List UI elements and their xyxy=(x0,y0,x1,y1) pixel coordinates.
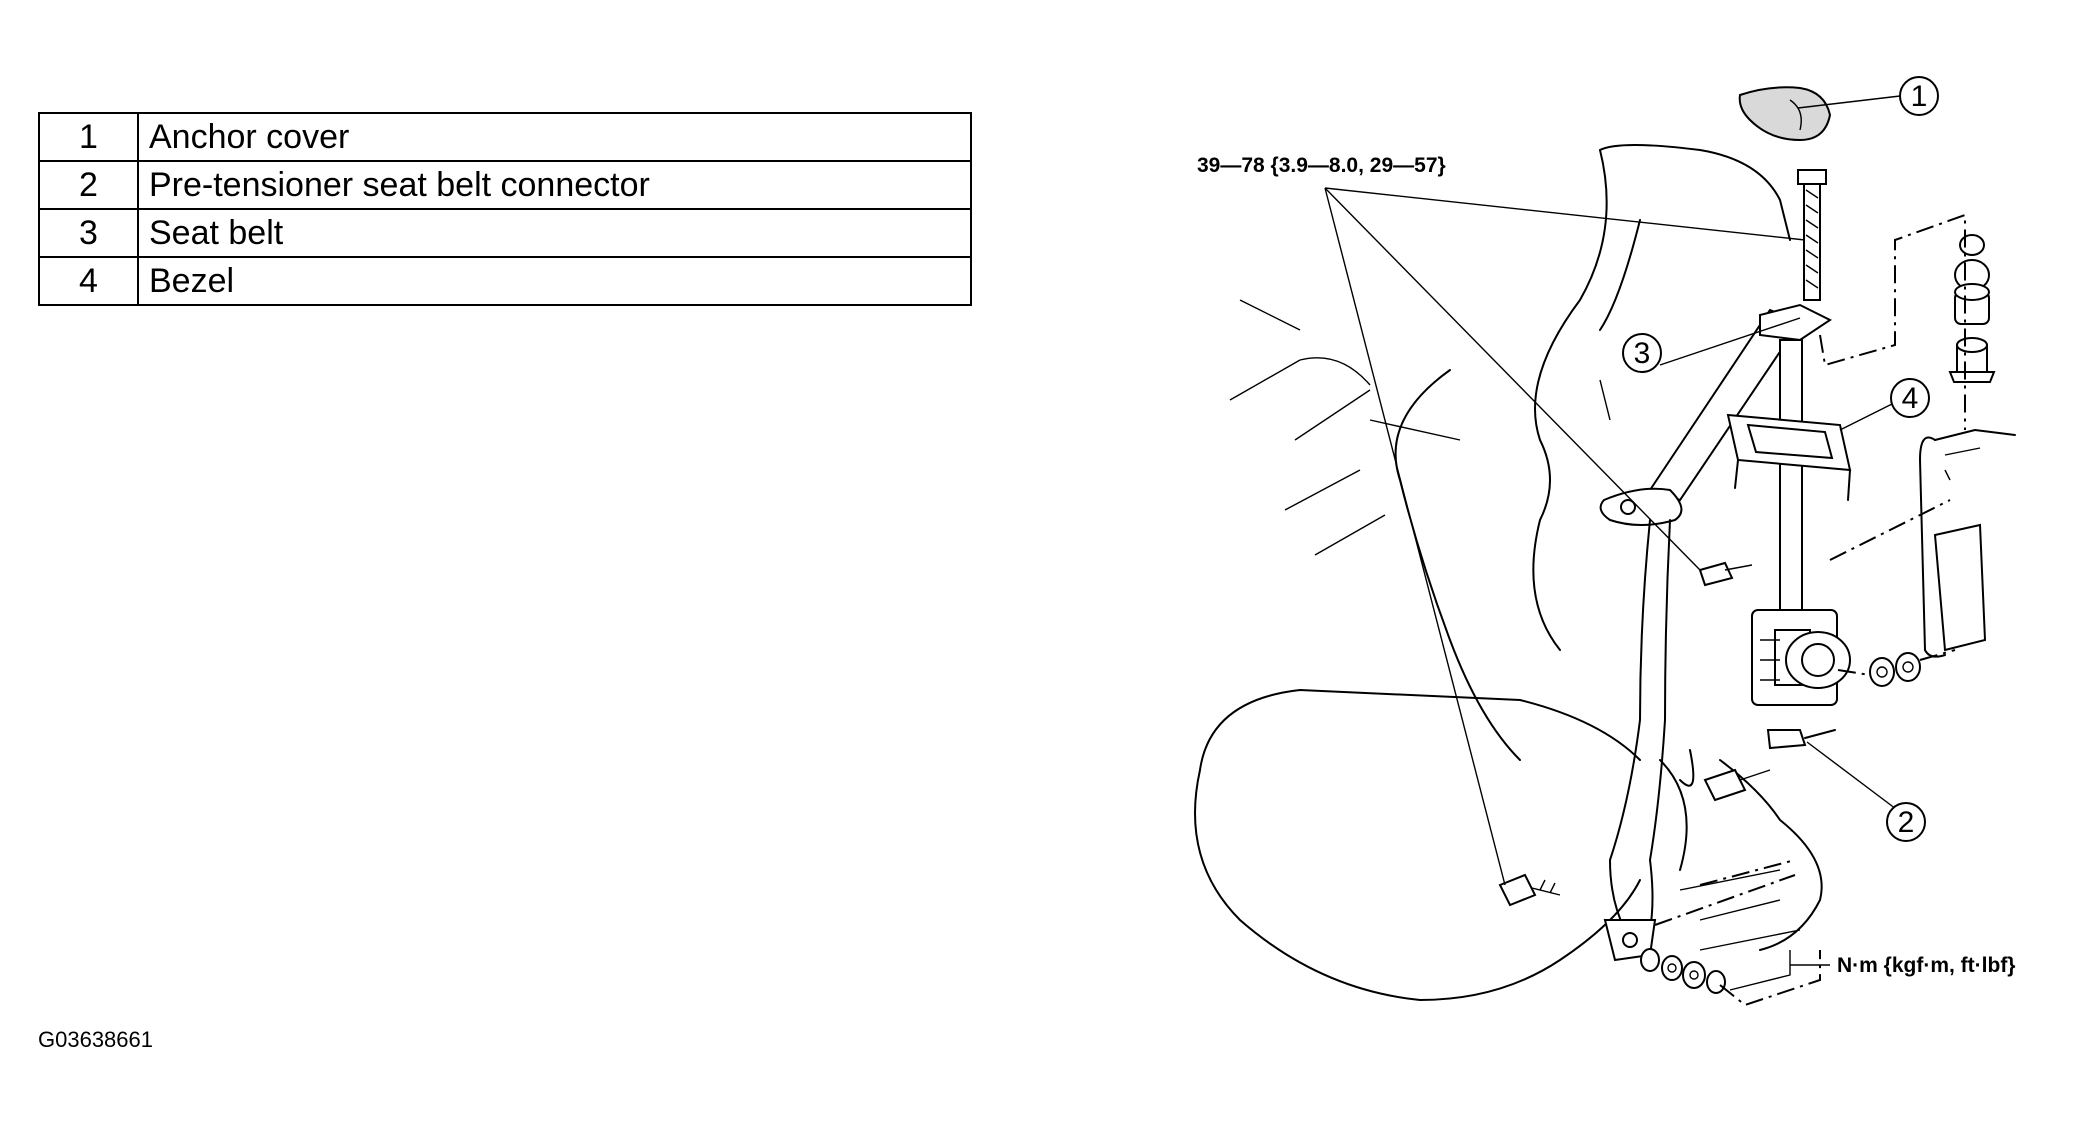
retractor-nuts xyxy=(1869,652,1921,687)
retractor xyxy=(1751,609,1851,706)
bolts xyxy=(1498,561,1771,907)
callout-4: 4 xyxy=(1890,378,1930,418)
seat-cushion xyxy=(1194,689,1823,1001)
bolt-head xyxy=(1797,169,1827,185)
torque-leaders xyxy=(1324,187,1806,886)
callout-3-label: 3 xyxy=(1634,337,1651,370)
seat-back xyxy=(1394,144,1791,787)
callout-1: 1 xyxy=(1899,76,1939,116)
anchor-cover xyxy=(1738,86,1832,142)
retractor-rail xyxy=(1726,339,1852,621)
belt-guide-hole xyxy=(1620,499,1636,515)
legend-number: 3 xyxy=(38,208,139,258)
washer-stack-right xyxy=(1948,234,1996,383)
callout-2-label: 2 xyxy=(1898,806,1915,839)
seat-belt-webbing xyxy=(1599,308,1802,962)
belt-anchor-hole xyxy=(1622,932,1638,948)
torque-spec-label: 39—78 {3.9—8.0, 29—57} xyxy=(1197,154,1446,177)
legend-number: 4 xyxy=(38,256,139,306)
callout-3: 3 xyxy=(1622,333,1662,373)
legend-description: Bezel xyxy=(137,256,972,306)
washer-stack-lower xyxy=(1640,948,1726,994)
legend-number: 1 xyxy=(38,112,139,162)
lower-retractor-bolt xyxy=(1703,768,1747,802)
retractor-bolt xyxy=(1698,561,1734,587)
legend-description: Pre-tensioner seat belt connector xyxy=(137,160,972,210)
upper-anchor xyxy=(1759,169,1832,342)
callout-1-label: 1 xyxy=(1911,80,1928,113)
legend-number: 2 xyxy=(38,160,139,210)
background-lines xyxy=(1229,299,1611,556)
figure-id: G03638661 xyxy=(38,1027,153,1052)
lower-anchor-bolt xyxy=(1498,873,1537,907)
units-bracket xyxy=(1729,950,1830,991)
guide-lines xyxy=(1654,213,1966,1007)
units-note-label: N·m {kgf·m, ft·lbf} xyxy=(1837,954,2015,977)
callout-4-label: 4 xyxy=(1902,382,1919,415)
callout-leaders xyxy=(1659,95,1901,813)
legend-description: Seat belt xyxy=(137,208,972,258)
callout-2: 2 xyxy=(1886,802,1926,842)
body-panel xyxy=(1919,429,2016,658)
legend-description: Anchor cover xyxy=(137,112,972,162)
pretensioner-connector xyxy=(1766,729,1836,750)
